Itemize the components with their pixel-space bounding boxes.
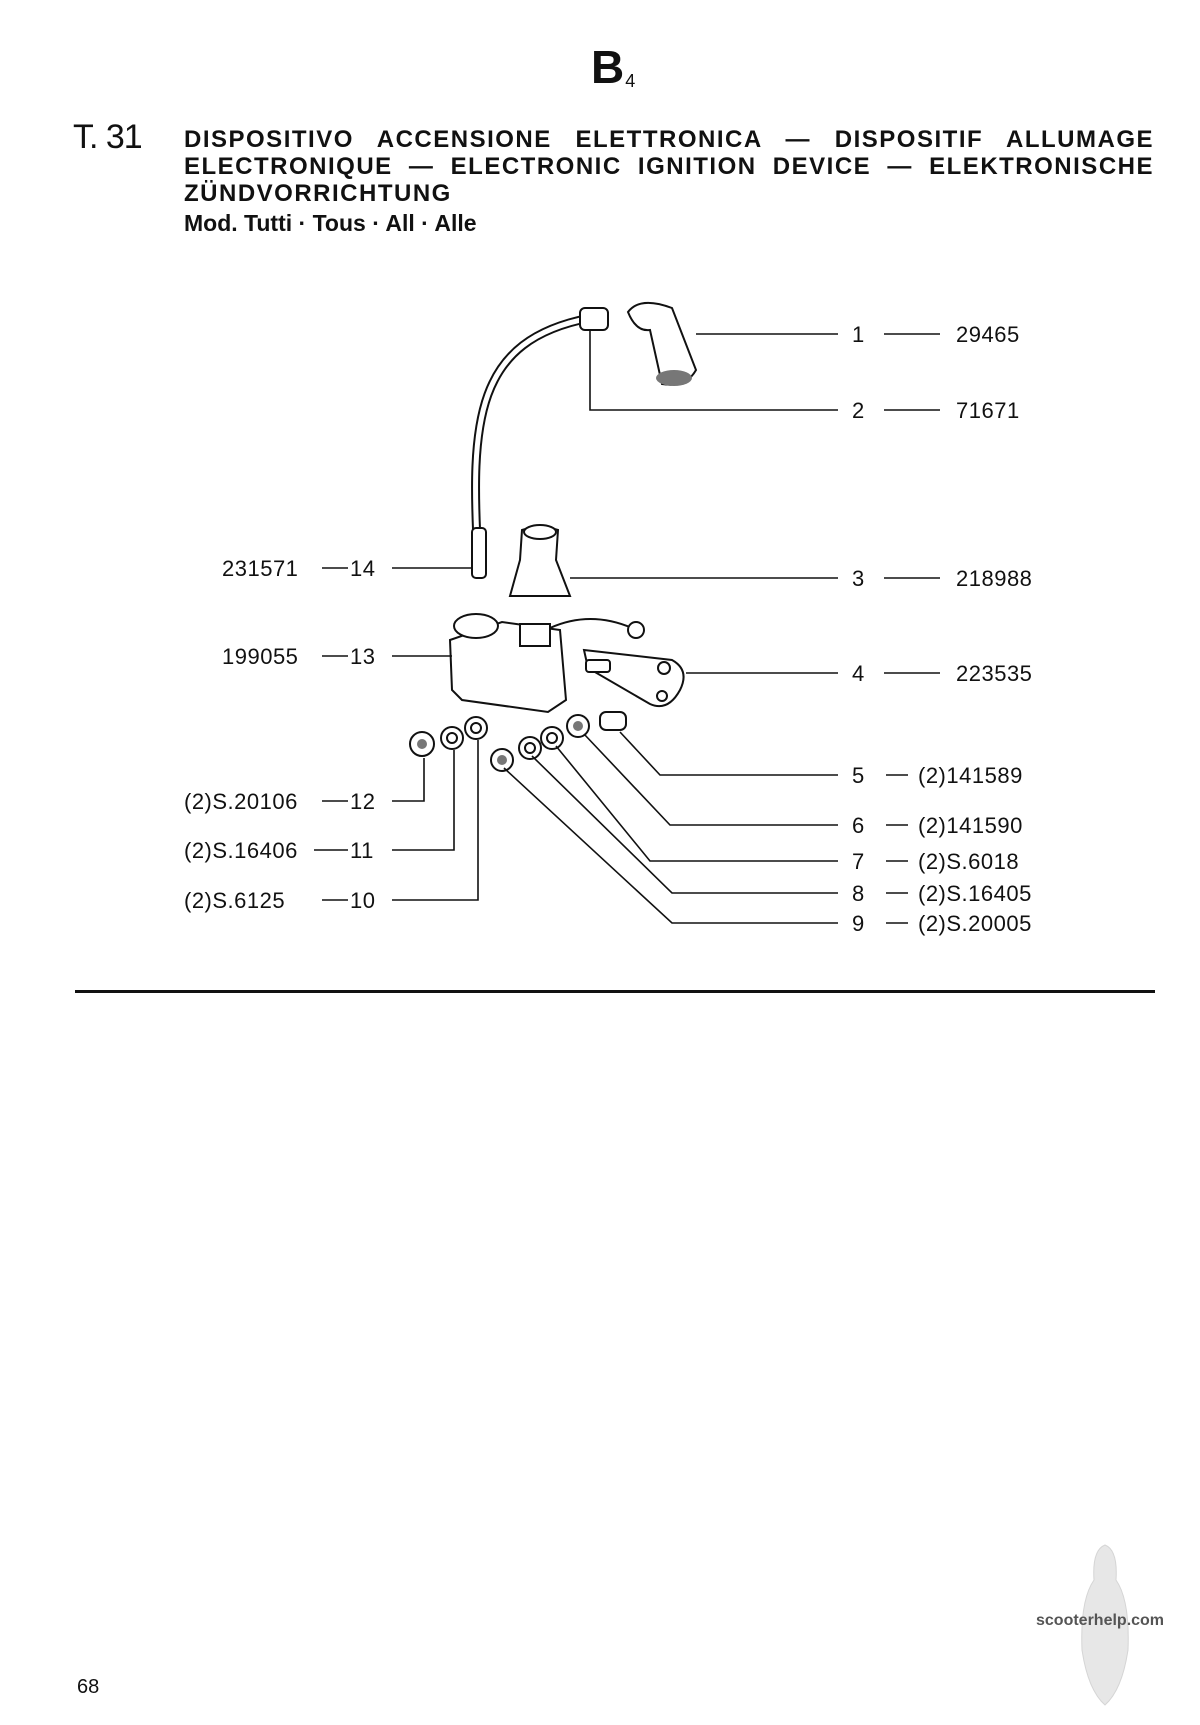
- spacer-5: [599, 711, 627, 731]
- callout-code-11: (2)S.16406: [184, 838, 298, 863]
- page-title: DISPOSITIVO ACCENSIONE ELETTRONICA — DIS…: [184, 126, 1154, 207]
- section-sub: 4: [625, 71, 635, 91]
- ht-cable-inner: [473, 315, 591, 561]
- page-number: 68: [77, 1676, 100, 1698]
- model-applicability: Mod. Tutti · Tous · All · Alle: [184, 210, 477, 236]
- callout-code-9: (2)S.20005: [918, 911, 1032, 936]
- callout-code-6: (2)141590: [918, 813, 1023, 838]
- callout-code-10: (2)S.6125: [184, 888, 285, 913]
- callout-ref-8: 8: [852, 881, 865, 906]
- callout-ref-7: 7: [852, 849, 865, 874]
- cable-terminal-14: [471, 527, 487, 579]
- callout-code-13: 199055: [222, 644, 298, 669]
- ground-wire: [549, 618, 633, 629]
- callout-ref-10: 10: [350, 888, 375, 913]
- ground-eyelet: [627, 621, 645, 639]
- callout-ref-9: 9: [852, 911, 865, 936]
- callout-ref-6: 6: [852, 813, 865, 838]
- callout-code-1: 29465: [956, 322, 1020, 347]
- stud: [585, 659, 611, 673]
- callout-code-7: (2)S.6018: [918, 849, 1019, 874]
- suppressor-2: [579, 307, 609, 331]
- callout-ref-13: 13: [350, 644, 375, 669]
- callout-code-5: (2)141589: [918, 763, 1023, 788]
- callout-code-4: 223535: [956, 661, 1032, 686]
- callout-code-2: 71671: [956, 398, 1020, 423]
- callout-code-12: (2)S.20106: [184, 789, 298, 814]
- table-number: T. 31: [73, 118, 143, 156]
- section-divider: [75, 990, 1155, 993]
- callout-ref-5: 5: [852, 763, 865, 788]
- coil-connector: [519, 623, 551, 647]
- callout-ref-4: 4: [852, 661, 865, 686]
- callout-ref-14: 14: [350, 556, 375, 581]
- callout-ref-12: 12: [350, 789, 375, 814]
- callout-code-14: 231571: [222, 556, 298, 581]
- callout-ref-3: 3: [852, 566, 865, 591]
- scooter-watermark-icon: [1081, 1544, 1129, 1706]
- section-letter: B: [591, 41, 624, 93]
- bracket-4: [582, 648, 685, 708]
- callout-ref-1: 1: [852, 322, 865, 347]
- callout-code-3: 218988: [956, 566, 1032, 591]
- site-watermark: scooterhelp.com: [1036, 1612, 1165, 1629]
- callout-ref-2: 2: [852, 398, 865, 423]
- callout-code-8: (2)S.16405: [918, 881, 1032, 906]
- cap-opening: [656, 370, 692, 386]
- ht-cable: [471, 313, 591, 561]
- callout-ref-11: 11: [350, 838, 374, 863]
